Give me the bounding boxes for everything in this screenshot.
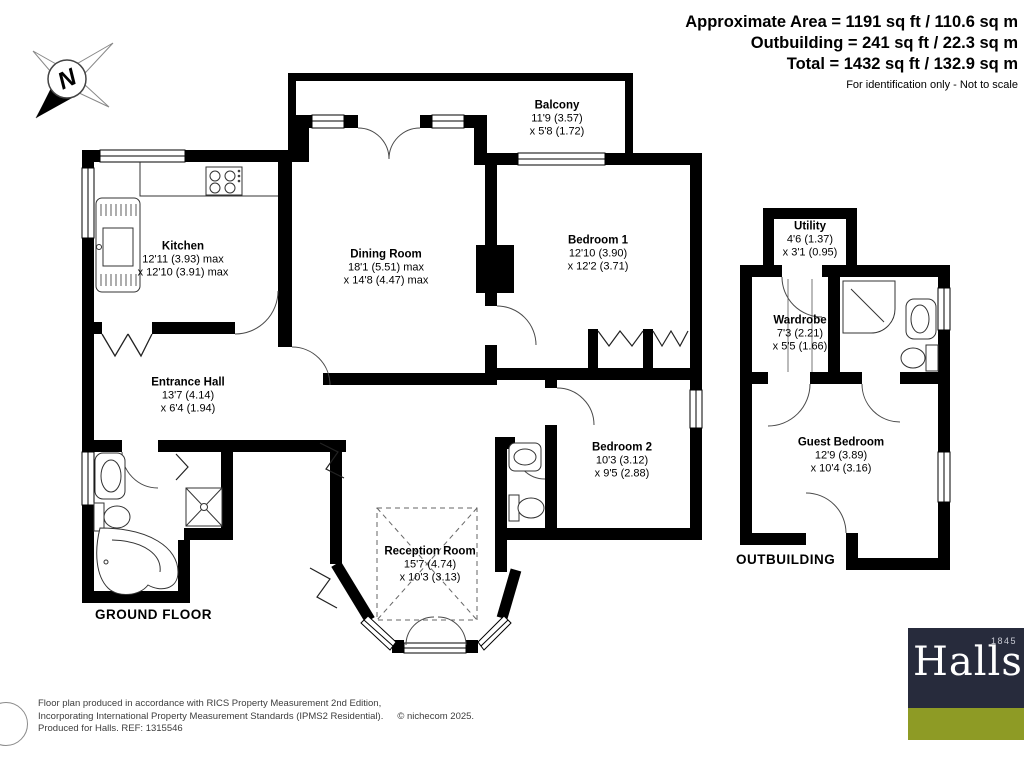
room-label-wardrobe: Wardrobe 7'3 (2.21) x 5'5 (1.66)	[772, 314, 828, 353]
bathroom-toilet-icon	[93, 502, 131, 532]
ceiling-dashed-lines	[376, 507, 478, 621]
copyright-text: © nichecom 2025.	[397, 710, 475, 722]
footer-disclaimer: Floor plan produced in accordance with R…	[38, 698, 474, 736]
room-label-kitchen: Kitchen 12'11 (3.93) max x 12'10 (3.91) …	[137, 240, 229, 279]
approximate-area-line: Approximate Area = 1191 sq ft / 110.6 sq…	[685, 13, 1018, 31]
room-label-entrance-hall: Entrance Hall 13'7 (4.14) x 6'4 (1.94)	[151, 376, 225, 415]
bathroom-sink-icon	[94, 452, 126, 500]
room-label-dining-room: Dining Room 18'1 (5.51) max x 14'8 (4.47…	[343, 248, 429, 287]
hob-icon	[205, 166, 243, 196]
compass-icon: N	[32, 42, 114, 119]
outbuilding-label: OUTBUILDING	[736, 552, 836, 567]
room-label-utility: Utility 4'6 (1.37) x 3'1 (0.95)	[782, 220, 838, 259]
ground-floor-label: GROUND FLOOR	[95, 607, 212, 622]
room-label-guest-bedroom: Guest Bedroom 12'9 (3.89) x 10'4 (3.16)	[797, 436, 885, 475]
disclaimer-line-1: Floor plan produced in accordance with R…	[38, 698, 382, 709]
kitchen-counter	[139, 162, 278, 197]
room-label-bedroom-1: Bedroom 1 12'10 (3.90) x 12'2 (3.71)	[567, 234, 629, 273]
total-area-line: Total = 1432 sq ft / 132.9 sq m	[786, 55, 1018, 73]
room-label-bedroom-2: Bedroom 2 10'3 (3.12) x 9'5 (2.88)	[591, 441, 653, 480]
halls-brand-text: Halls	[913, 639, 1023, 685]
halls-logo: Halls 1845	[908, 628, 1024, 740]
outbuilding-shower-icon	[842, 280, 896, 334]
room-label-reception-room: Reception Room 15'7 (4.74) x 10'3 (3.13)	[384, 545, 476, 584]
outbuilding-walls	[740, 208, 950, 570]
outbuilding-sink-icon	[905, 298, 937, 340]
kitchen-sink-icon	[95, 197, 141, 293]
halls-year-text: 1845	[990, 636, 1017, 646]
corner-bath-icon	[96, 527, 179, 595]
disclaimer-line-2: Incorporating International Property Mea…	[38, 710, 475, 722]
ensuite-toilet-icon	[508, 494, 545, 522]
halls-logo-green-bar	[908, 708, 1024, 740]
outbuilding-area-line: Outbuilding = 241 sq ft / 22.3 sq m	[750, 34, 1018, 52]
identification-note: For identification only - Not to scale	[846, 79, 1018, 91]
outbuilding-toilet-icon	[900, 344, 939, 372]
area-summary: Approximate Area = 1191 sq ft / 110.6 sq…	[685, 12, 1018, 91]
windows	[81, 114, 951, 654]
room-label-balcony: Balcony 11'9 (3.57) x 5'8 (1.72)	[529, 99, 585, 138]
ensuite-sink-icon	[508, 442, 542, 472]
wardrobe-rails	[787, 279, 813, 372]
disclaimer-line-3: Produced for Halls. REF: 1315546	[38, 723, 183, 734]
shower-icon	[185, 487, 223, 527]
halls-logo-navy-panel: Halls 1845	[908, 628, 1024, 708]
main-building-walls	[82, 73, 702, 653]
